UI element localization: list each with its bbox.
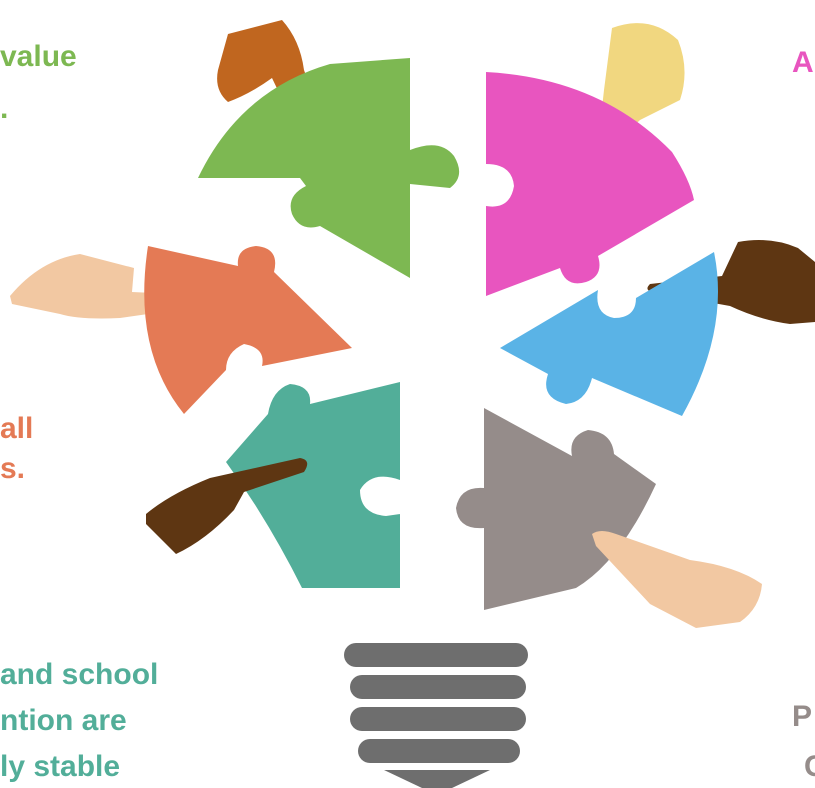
orange-text-line-1: all	[0, 412, 34, 445]
gray-text-line-1: P	[792, 700, 813, 733]
gray-text-line-2: C	[804, 750, 815, 783]
blue-puzzle-piece	[500, 252, 718, 416]
orange-text-line-2: s.	[0, 452, 26, 485]
gray-puzzle-piece	[456, 408, 656, 610]
teal-text-line-3: ly stable	[0, 750, 121, 783]
pointing-hand-icon	[647, 240, 815, 324]
teal-puzzle-piece	[226, 382, 400, 588]
green-puzzle-piece	[198, 58, 460, 278]
pink-puzzle-piece	[486, 72, 694, 296]
green-text-line-2: .	[0, 92, 9, 125]
pointing-hand-icon	[592, 531, 762, 628]
teal-text-line-1: and school	[0, 658, 159, 691]
pink-text-line-1: A	[792, 46, 814, 79]
orange-puzzle-piece	[144, 246, 352, 414]
bulb-base-icon	[344, 643, 528, 788]
pointing-hand-icon	[146, 458, 308, 554]
green-text-line-1: value	[0, 40, 77, 73]
pointing-hand-icon	[10, 254, 180, 319]
teal-text-line-2: ntion are	[0, 704, 127, 737]
